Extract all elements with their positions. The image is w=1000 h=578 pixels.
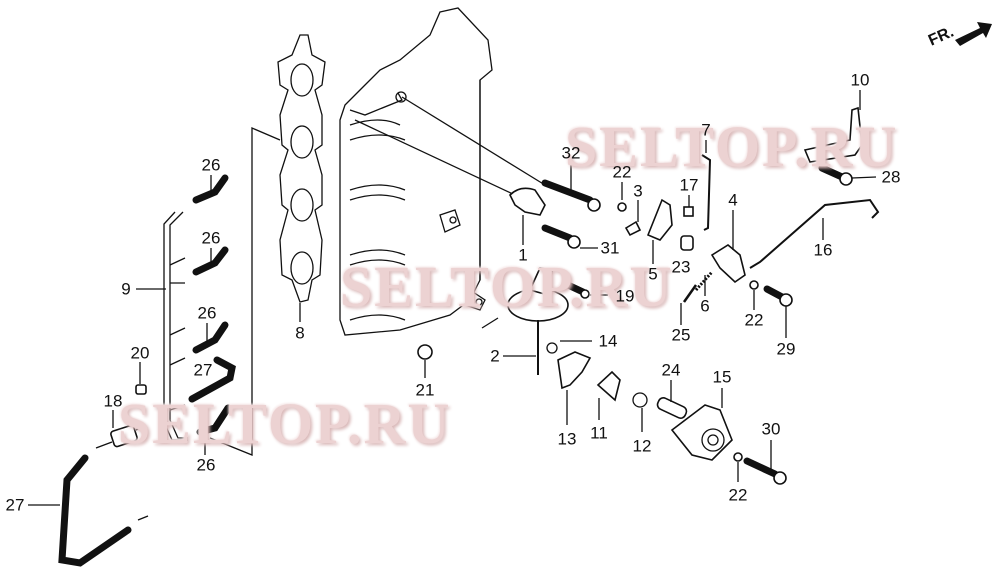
- callout-19[interactable]: 19: [615, 286, 635, 306]
- callout-30[interactable]: 30: [761, 419, 781, 439]
- hoses-drawing: [28, 174, 236, 567]
- callout-6[interactable]: 6: [700, 296, 710, 316]
- callout-8[interactable]: 8: [295, 323, 305, 343]
- callout-21[interactable]: 21: [415, 380, 435, 400]
- callout-32[interactable]: 32: [561, 143, 581, 163]
- callout-26[interactable]: 26: [196, 455, 216, 475]
- callout-26[interactable]: 26: [201, 228, 221, 248]
- pipe-assembly-drawing: [136, 211, 188, 441]
- callout-18[interactable]: 18: [103, 391, 123, 411]
- callout-3[interactable]: 3: [633, 181, 643, 201]
- callout-23[interactable]: 23: [671, 257, 691, 277]
- throttle-parts-drawing: [417, 90, 880, 485]
- callout-12[interactable]: 12: [632, 436, 652, 456]
- callout-10[interactable]: 10: [850, 70, 870, 90]
- callout-24[interactable]: 24: [661, 360, 681, 380]
- callout-20[interactable]: 20: [130, 343, 150, 363]
- front-direction-arrow-icon: [955, 22, 992, 46]
- callout-22[interactable]: 22: [744, 310, 764, 330]
- fuel-filter-drawing: [95, 362, 147, 449]
- callout-2[interactable]: 2: [490, 346, 500, 366]
- callout-26[interactable]: 26: [201, 155, 221, 175]
- callout-15[interactable]: 15: [712, 367, 732, 387]
- callout-27[interactable]: 27: [5, 495, 25, 515]
- callout-17[interactable]: 17: [679, 175, 699, 195]
- callout-28[interactable]: 28: [881, 167, 901, 187]
- intake-manifold-drawing: [339, 7, 546, 336]
- callout-14[interactable]: 14: [598, 331, 618, 351]
- hose-group-bracket: [209, 127, 281, 456]
- callout-22[interactable]: 22: [612, 162, 632, 182]
- callout-25[interactable]: 25: [671, 325, 691, 345]
- callout-22[interactable]: 22: [728, 485, 748, 505]
- callout-7[interactable]: 7: [701, 120, 711, 140]
- callout-29[interactable]: 29: [776, 339, 796, 359]
- callout-27[interactable]: 27: [193, 360, 213, 380]
- callout-31[interactable]: 31: [600, 238, 620, 258]
- callout-9[interactable]: 9: [121, 279, 131, 299]
- callout-13[interactable]: 13: [557, 429, 577, 449]
- callout-1[interactable]: 1: [518, 245, 528, 265]
- callout-11[interactable]: 11: [590, 423, 608, 443]
- callout-4[interactable]: 4: [728, 190, 738, 210]
- gasket-drawing: [277, 34, 326, 322]
- callout-5[interactable]: 5: [648, 264, 658, 284]
- callout-26[interactable]: 26: [197, 303, 217, 323]
- callout-16[interactable]: 16: [813, 240, 833, 260]
